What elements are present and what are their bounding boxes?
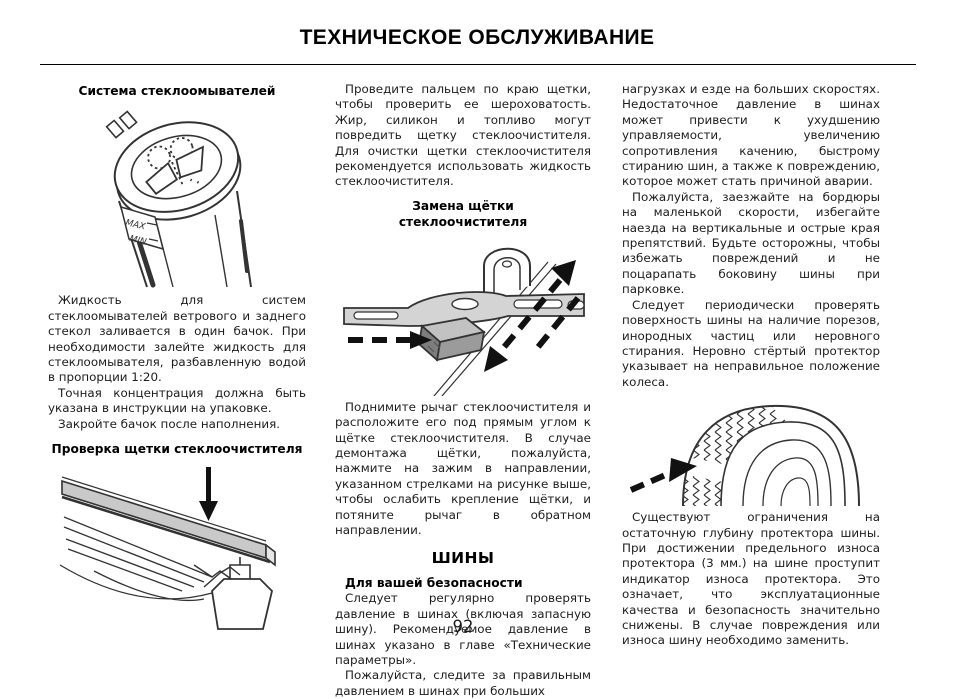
check-arrow [199, 467, 218, 522]
paragraph-curbs: Пожалуйста, заезжайте на бордюры на мале… [622, 189, 880, 297]
wear-indicator-gap [682, 456, 723, 483]
tire-wear-figure [629, 405, 860, 507]
paragraph-lift-arm: Поднимите рычаг стеклоочистителя и распо… [335, 399, 591, 538]
wiper-blade-figure [59, 467, 276, 631]
tire-tread [682, 406, 787, 507]
manual-page: { "page": { "title": "ТЕХНИЧЕСКОЕ ОБСЛУЖ… [40, 26, 916, 698]
paragraph-tread-depth: Существуют ограничения на остаточную глу… [622, 510, 880, 648]
paragraph-concentration: Точная концентрация должна быть указана … [48, 385, 306, 416]
column-left: Система стеклоомывателей [48, 82, 306, 657]
blade-frame [59, 516, 213, 602]
washer-symbol [145, 137, 204, 196]
slide-arrow [484, 259, 581, 372]
wiper-arm-figure [343, 247, 585, 396]
heading-wiper-check: Проверка щетки стеклоочистителя [51, 442, 303, 457]
reservoir-body [118, 191, 252, 288]
column-middle: Проведите пальцем по краю щетки, чтобы п… [335, 82, 591, 699]
tire-outline [682, 405, 860, 507]
blade-rubber-edge [61, 476, 276, 568]
press-arrow [348, 330, 432, 349]
page-number: 92 [452, 617, 474, 636]
paragraph-inspect: Следует периодически проверять поверхнос… [622, 297, 880, 389]
cap-tab [105, 119, 125, 140]
blade-bar [343, 290, 585, 327]
paragraph-washer-fluid: Жидкость для систем стеклоомывателей вет… [48, 293, 306, 385]
subheading-safety: Для вашей безопасности [345, 575, 523, 590]
paragraph-loads: нагрузках и езде на больших скоростях. Н… [622, 82, 880, 189]
blade-end-connector [193, 557, 273, 631]
cap-tab [118, 110, 138, 131]
release-clip [418, 316, 487, 362]
heading-blade-replace: Замена щётки стеклоочистителя [398, 198, 528, 229]
retainer-hook [483, 247, 531, 296]
heading-tires: ШИНЫ [431, 548, 495, 567]
paragraph-watch-pressure: Пожалуйста, следите за правильным давлен… [335, 668, 591, 698]
reservoir-cap [105, 110, 242, 222]
paragraph-pressure: Следует регулярно проверять давление в ш… [335, 591, 591, 667]
page-title: ТЕХНИЧЕСКОЕ ОБСЛУЖИВАНИЕ [299, 26, 655, 49]
title-divider [40, 64, 916, 65]
level-label-panel: MAX MIN [119, 206, 165, 251]
max-label: MAX [124, 219, 147, 233]
paragraph-close-tank: Закройте бачок после наполнения. [58, 416, 281, 431]
column-right: нагрузках и езде на больших скоростях. Н… [622, 82, 880, 649]
washer-reservoir-figure: MAX MIN [105, 110, 252, 288]
paragraph-blade-touch: Проведите пальцем по краю щетки, чтобы п… [335, 82, 591, 189]
min-label: MIN [128, 235, 147, 249]
indicator-arrow [629, 458, 697, 493]
heading-washer-system: Система стеклоомывателей [78, 84, 276, 98]
